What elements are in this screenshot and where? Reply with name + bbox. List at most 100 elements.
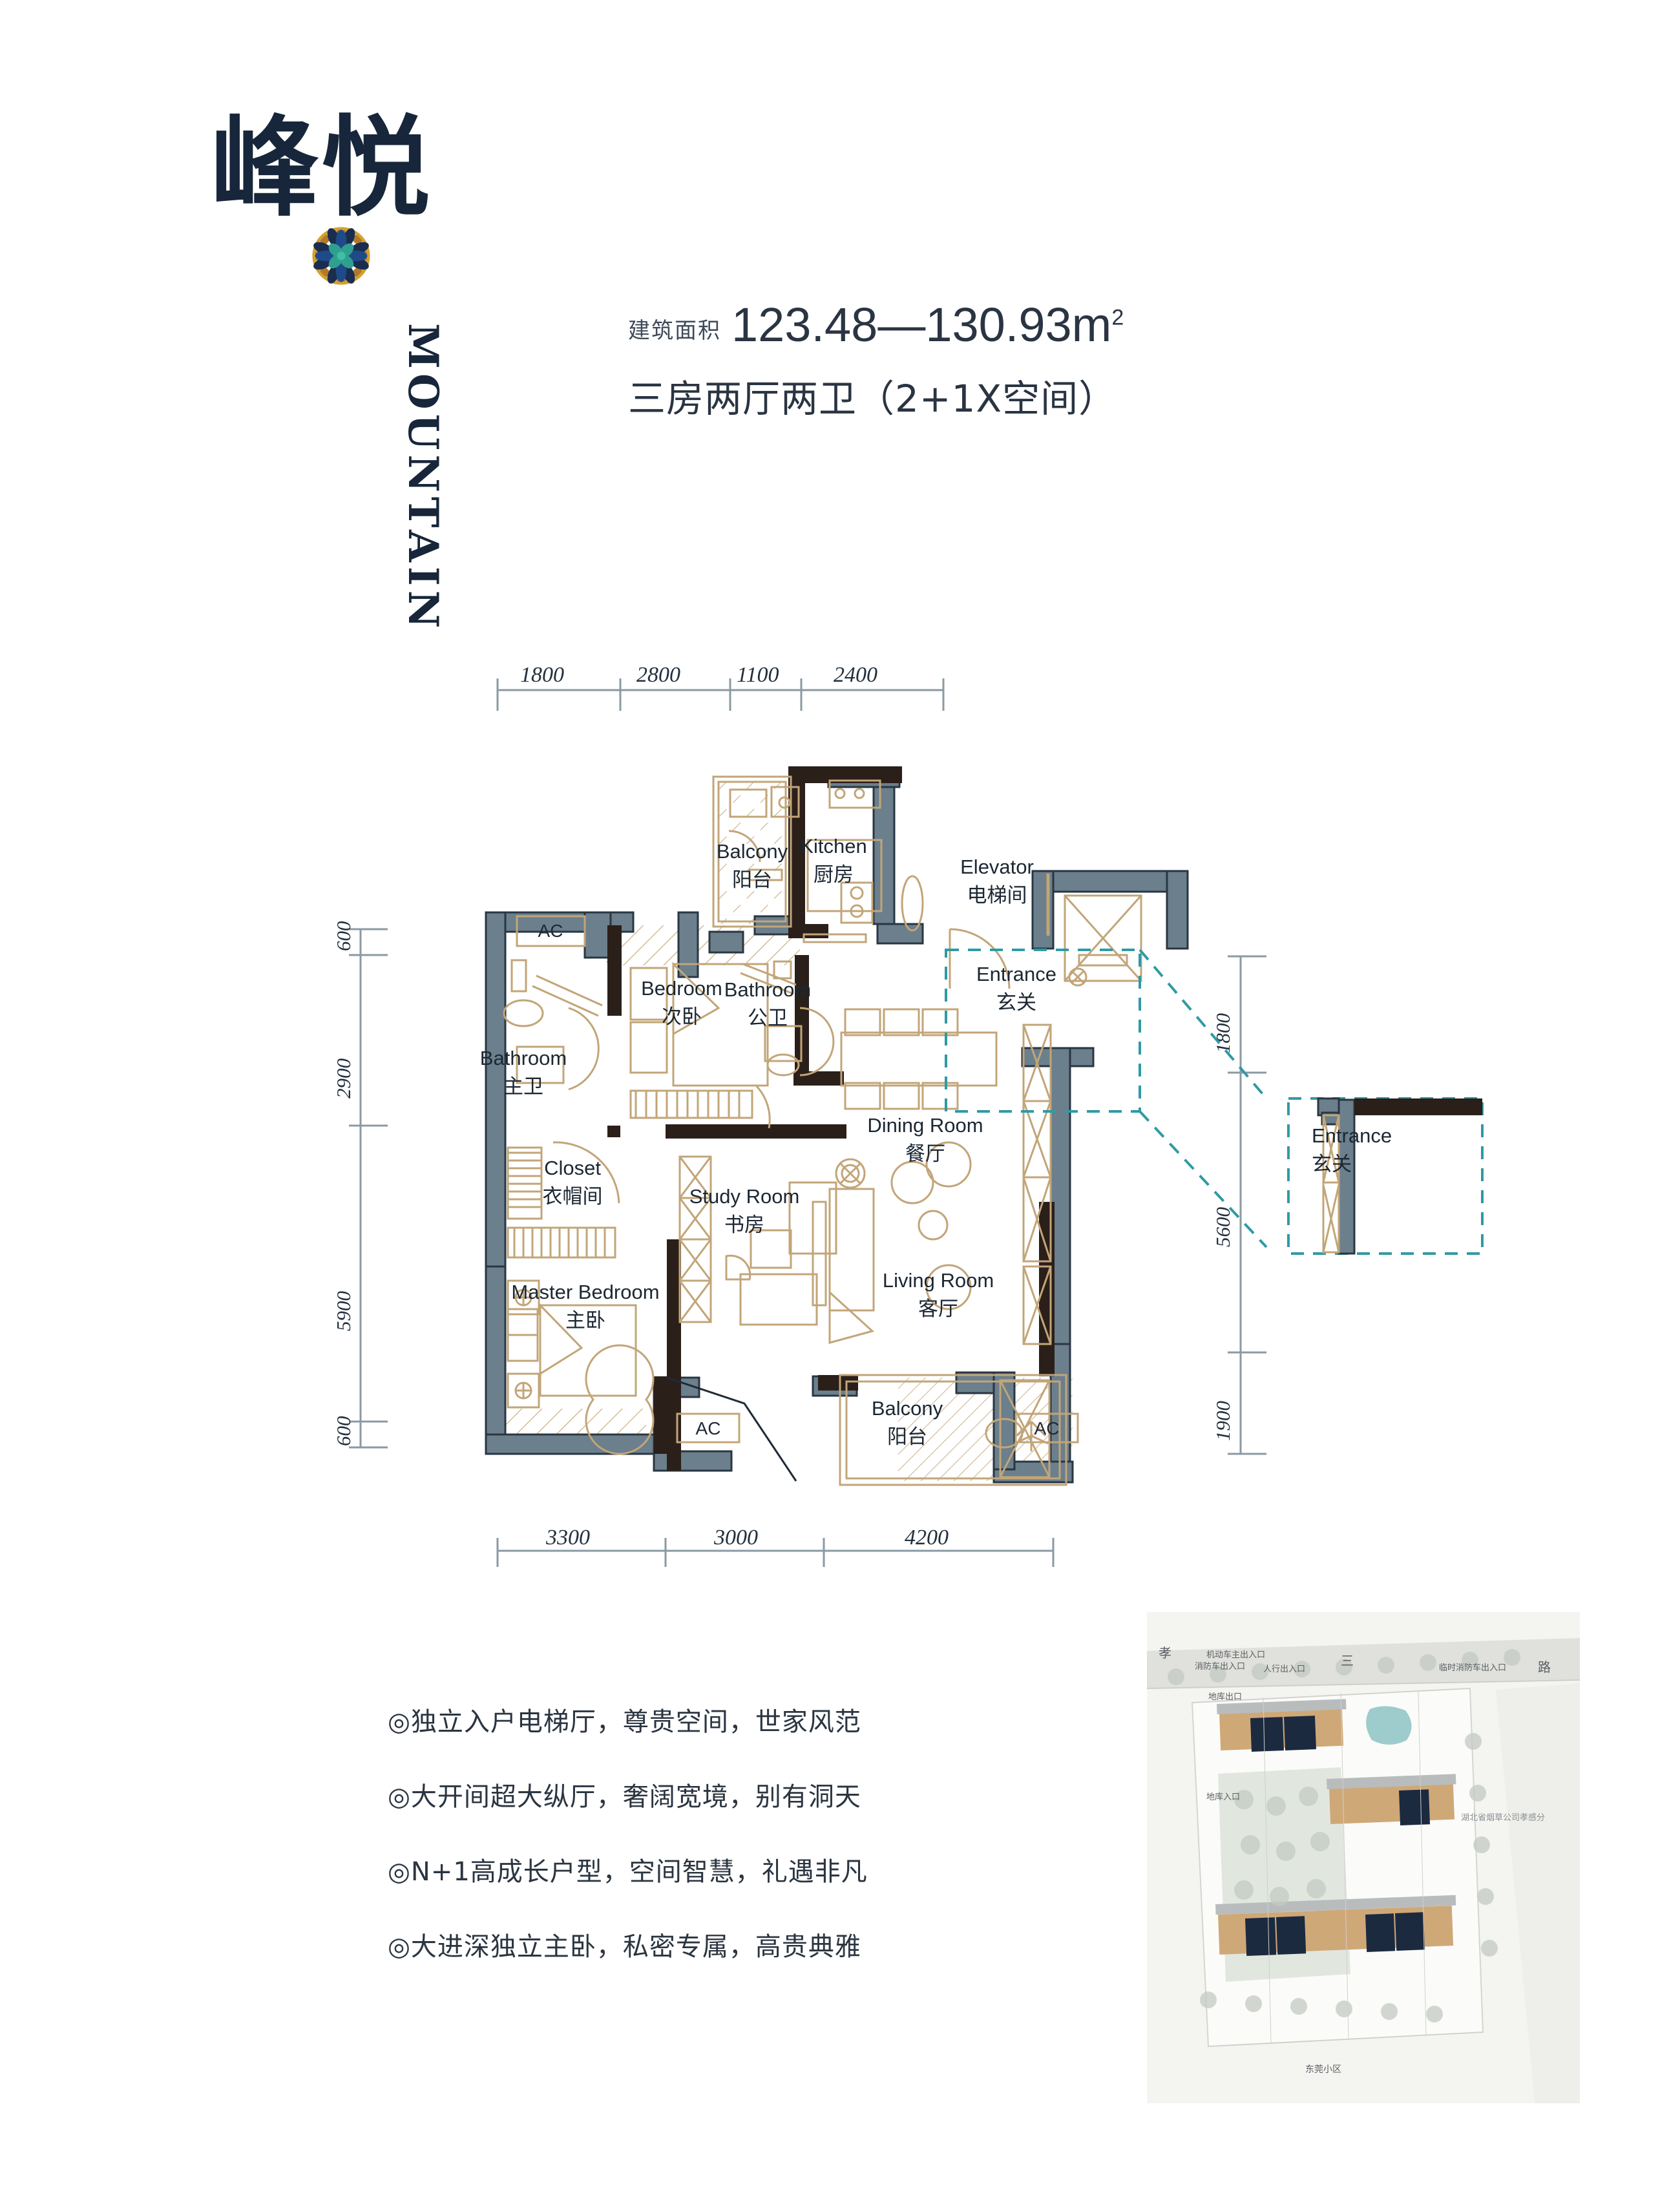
room-label-entrance-cn: 玄关 xyxy=(996,991,1036,1014)
study-room-furniture xyxy=(678,1155,837,1326)
site-building-north xyxy=(1217,1699,1347,1752)
elevator-shaft xyxy=(1046,874,1142,982)
room-label-bathroom-public-cn: 公卫 xyxy=(748,1007,788,1029)
site-label-tobacco-company: 湖北省烟草公司孝感分 xyxy=(1461,1812,1545,1823)
dimension-chain-bottom: 3300 3000 4200 xyxy=(496,1526,1055,1567)
site-plan-thumbnail: 孝 三 路 机动车主出入口 消防车出入口 人行出入口 临时消防车出入口 地库出口… xyxy=(1147,1612,1580,2103)
living-room-furniture xyxy=(812,1141,972,1344)
dimension-chain-left: 600 2900 5900 600 xyxy=(332,921,388,1449)
dimension-left-1: 2900 xyxy=(332,1058,355,1099)
feature-list: ◎独立入户电梯厅，尊贵空间，世家风范 ◎大开间超大纵厅，奢阔宽境，别有洞天 ◎N… xyxy=(388,1706,969,2006)
site-survey-marks xyxy=(1192,1688,1484,2047)
dimension-top-3: 2400 xyxy=(834,663,877,687)
lotus-rosette-icon xyxy=(311,226,371,286)
room-label-bedroom-cn: 次卧 xyxy=(662,1005,702,1028)
detail-inset-geometry xyxy=(1317,1097,1482,1255)
site-road-right xyxy=(1496,1683,1580,2103)
ac-ledge-bottom-left: AC xyxy=(676,1413,740,1444)
inset-label-entrance-cn: 玄关 xyxy=(1312,1153,1352,1175)
site-label-garage-entrance: 地库入口 xyxy=(1206,1792,1240,1802)
bathroom-master-fixtures xyxy=(503,959,603,1091)
room-label-entrance-en: Entrance xyxy=(976,963,1056,985)
room-label-balcony-lower-cn: 阳台 xyxy=(887,1425,927,1448)
room-label-master-bedroom-en: Master Bedroom xyxy=(511,1281,659,1303)
bathroom-public-fixtures xyxy=(740,960,835,1077)
master-bedroom-furniture xyxy=(507,1279,655,1455)
room-label-bathroom-public-en: Bathroom xyxy=(724,978,811,1001)
dining-table-and-chairs xyxy=(840,1008,998,1110)
room-label-dining-cn: 餐厅 xyxy=(905,1142,945,1165)
room-label-bedroom-en: Bedroom xyxy=(641,977,722,1000)
room-label-master-bedroom-cn: 主卧 xyxy=(565,1309,605,1332)
site-label-vehicle-main-entrance: 机动车主出入口 xyxy=(1206,1650,1265,1660)
plan-sightlines xyxy=(666,1376,797,1482)
dimension-right-0: 1800 xyxy=(1212,1013,1234,1054)
room-label-elevator-en: Elevator xyxy=(960,856,1034,878)
room-label-bathroom-master-cn: 主卫 xyxy=(503,1075,543,1098)
brand-header: 悦峰 xyxy=(192,110,1124,640)
feature-item-0: ◎独立入户电梯厅，尊贵空间，世家风范 xyxy=(388,1707,861,1737)
balcony-upper-rail xyxy=(712,775,792,928)
room-label-balcony-lower-en: Balcony xyxy=(872,1397,943,1420)
ac-ledge-bottom-right: AC xyxy=(1014,1413,1079,1444)
room-label-living-cn: 客厅 xyxy=(918,1297,958,1320)
balcony-upper-fixtures xyxy=(728,786,800,881)
kitchen-fixtures xyxy=(803,779,924,943)
room-labels: Bathroom 主卫 Bedroom 次卧 Bathroom 公卫 Balco… xyxy=(480,835,1392,1448)
detail-callout-lines xyxy=(945,949,1268,1248)
dimension-bottom-2: 4200 xyxy=(905,1526,949,1549)
ac-label-1: AC xyxy=(696,1418,721,1438)
site-label-neighborhood: 东莞小区 xyxy=(1305,2064,1341,2075)
ac-label-2: AC xyxy=(1034,1418,1060,1438)
site-road-char-1: 三 xyxy=(1341,1653,1354,1668)
room-label-balcony-upper-cn: 阳台 xyxy=(732,868,772,891)
site-label-fire-truck-entrance: 消防车出入口 xyxy=(1195,1661,1245,1672)
room-label-study-cn: 书房 xyxy=(724,1213,764,1236)
room-label-elevator-cn: 电梯间 xyxy=(967,884,1027,907)
closet-wardrobe xyxy=(507,1141,620,1259)
site-trees xyxy=(1168,1649,1520,2022)
dimension-left-3: 600 xyxy=(332,1416,355,1446)
dimension-right-2: 1900 xyxy=(1212,1401,1234,1442)
dimension-bottom-0: 3300 xyxy=(545,1526,590,1549)
dimension-top-0: 1800 xyxy=(520,663,564,687)
entrance-shoe-cabinet xyxy=(1022,967,1087,1345)
room-label-closet-en: Closet xyxy=(544,1157,601,1179)
area-unit-superscript: 2 xyxy=(1111,305,1124,330)
balcony-lower-planter-hatch xyxy=(999,1379,1051,1478)
feature-item-2: ◎N+1高成长户型，空间智慧，礼遇非凡 xyxy=(388,1857,868,1887)
brand-name-chinese: 悦峰 xyxy=(192,110,431,220)
balcony-lower-rail xyxy=(839,1374,1067,1486)
ac-ledge-upper-left: AC xyxy=(516,915,586,947)
ac-label-0: AC xyxy=(538,921,563,941)
site-road-char-2: 路 xyxy=(1538,1659,1551,1675)
site-label-garage-exit: 地库出口 xyxy=(1208,1692,1242,1702)
feature-item-1: ◎大开间超大纵厅，奢阔宽境，别有洞天 xyxy=(388,1782,861,1812)
room-label-kitchen-cn: 厨房 xyxy=(814,863,854,886)
dimension-left-0: 600 xyxy=(332,921,355,951)
room-label-balcony-upper-en: Balcony xyxy=(717,840,788,863)
dimension-chain-right: 1800 5600 1900 xyxy=(1212,955,1266,1455)
bedroom-secondary-furniture xyxy=(629,961,771,1129)
room-label-dining-en: Dining Room xyxy=(867,1114,983,1137)
room-label-bathroom-master-en: Bathroom xyxy=(480,1047,567,1069)
site-plan-text: 孝 三 路 机动车主出入口 消防车出入口 人行出入口 临时消防车出入口 地库出口… xyxy=(1159,1645,1551,2075)
area-value: 123.48—130.93m2 xyxy=(731,298,1124,352)
dimension-chain-top: 1800 2800 1100 2400 xyxy=(496,663,945,711)
room-label-living-en: Living Room xyxy=(883,1269,994,1292)
dimension-bottom-1: 3000 xyxy=(713,1526,758,1549)
area-line: 建筑面积 123.48—130.93m2 xyxy=(628,297,1124,352)
feature-item-3: ◎大进深独立主卧，私密专属，高贵典雅 xyxy=(388,1932,861,1962)
site-water-feature xyxy=(1366,1706,1412,1745)
dimension-right-1: 5600 xyxy=(1212,1207,1234,1248)
site-label-pedestrian-entrance: 人行出入口 xyxy=(1263,1665,1305,1674)
room-label-study-en: Study Room xyxy=(689,1185,800,1208)
site-road-char-0: 孝 xyxy=(1159,1645,1171,1661)
dimension-top-1: 2800 xyxy=(636,663,680,687)
detail-inset-frame xyxy=(1287,1097,1484,1255)
site-building-middle xyxy=(1327,1774,1456,1825)
site-label-temp-fire-entrance: 临时消防车出入口 xyxy=(1439,1663,1506,1673)
dimension-left-2: 5900 xyxy=(332,1291,355,1332)
site-building-south xyxy=(1215,1895,1456,1956)
unit-type-label: 三房两厅两卫（2+1X空间） xyxy=(628,377,1117,421)
